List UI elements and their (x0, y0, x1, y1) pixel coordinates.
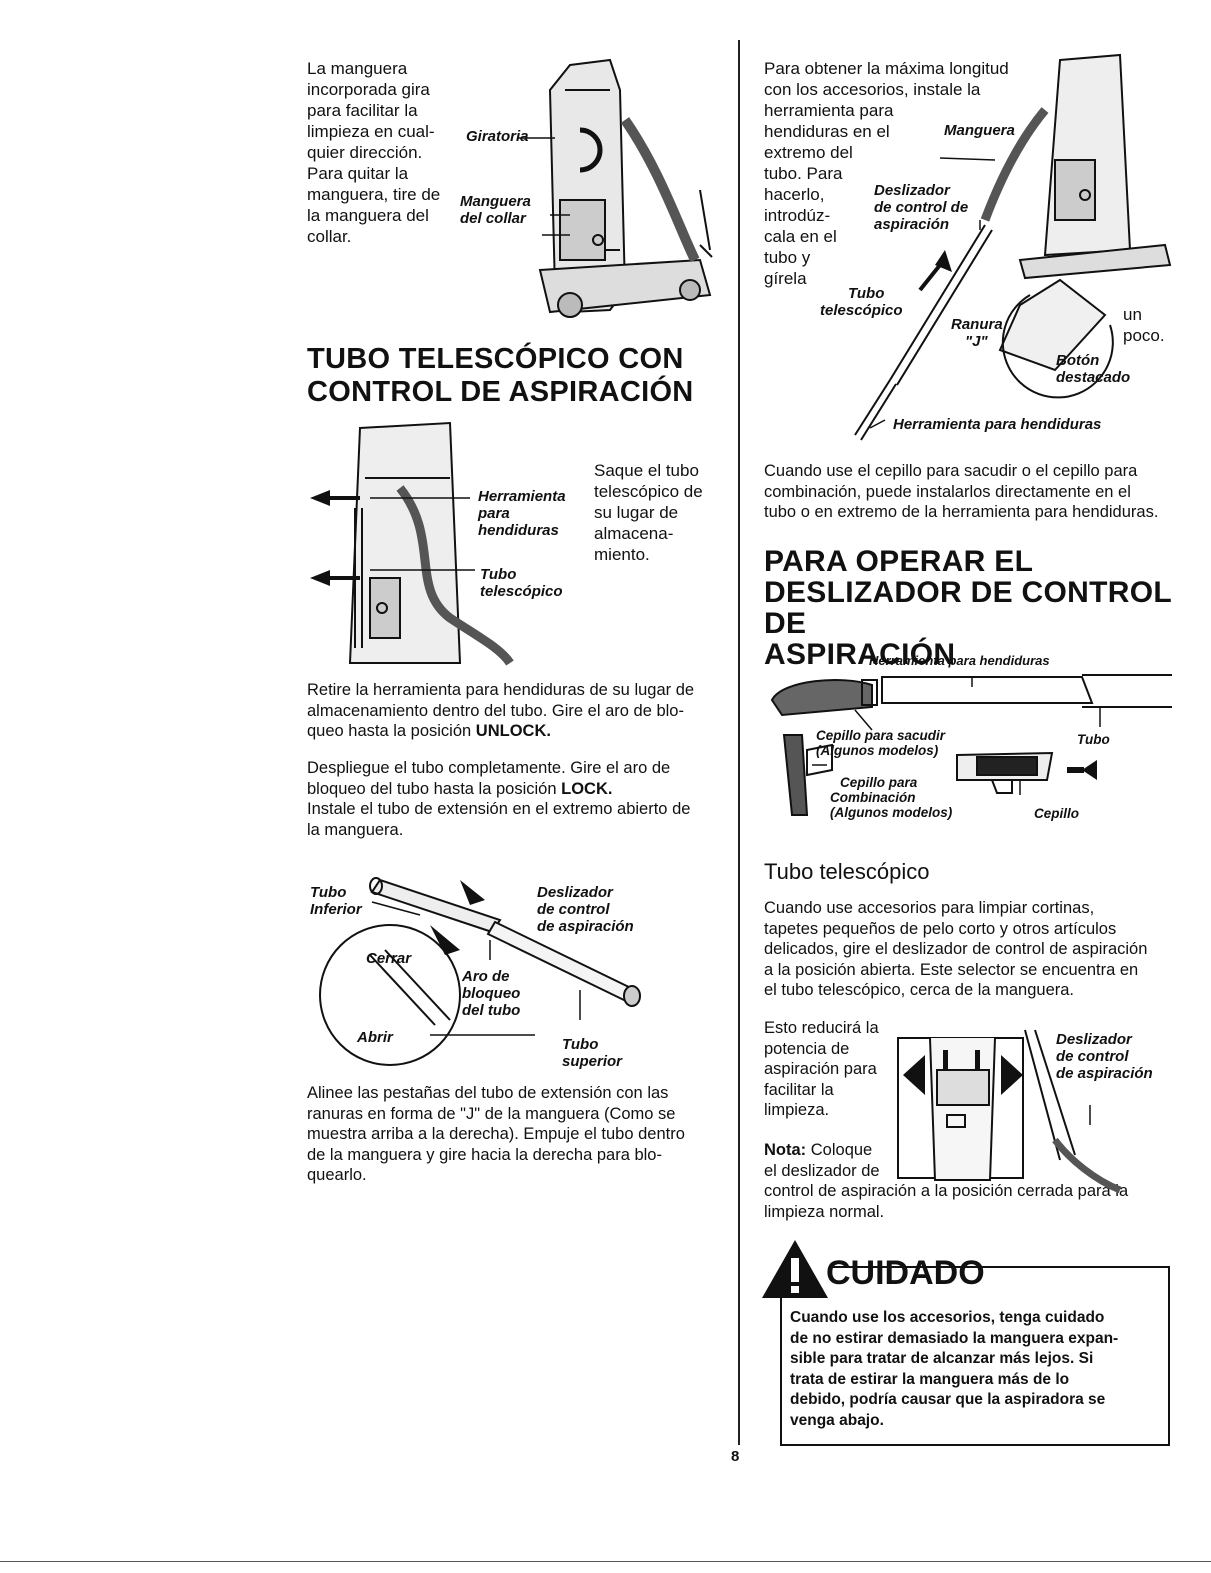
bottom-rule (0, 1561, 1211, 1562)
combination-brush-label: Cepillo para Combinación (Algunos modelo… (830, 775, 953, 820)
suction-control-heading: PARA OPERAR EL DESLIZADOR DE CONTROL DE … (764, 545, 1172, 671)
storage-text: Saque el tubo telescópico de su lugar de… (594, 461, 703, 564)
accessories-illustration (770, 674, 1172, 816)
page-number: 8 (731, 1448, 740, 1465)
tube-label-3: Tubo (1077, 732, 1110, 747)
telescopic-tube-label-2: Tubo telescópico (820, 285, 903, 319)
swivel-label: Giratoria (466, 128, 529, 145)
telescopic-tube-label: Tubo telescópico (480, 566, 563, 600)
align-tabs-paragraph: Alinee las pestañas del tubo de extensió… (307, 1084, 685, 1184)
j-slot-label: Ranura "J" (951, 316, 1003, 350)
tube-lock-illustration (319, 877, 641, 1066)
warning-triangle-icon (760, 1236, 830, 1298)
reduce-power-text: Esto reducirá la potencia de aspiración … (764, 1019, 879, 1119)
suction-slider-illustration (897, 1029, 1122, 1194)
lock-ring-label: Aro de bloqueo del tubo (462, 968, 521, 1019)
telescopic-tube-heading: TUBO TELESCÓPICO CON CONTROL DE ASPIRACI… (307, 343, 694, 408)
swivel-hose-illustration (517, 58, 713, 318)
upper-tube-label: Tubo superior (562, 1036, 623, 1070)
swivel-hose-text: La manguera incorporada gira para facili… (307, 59, 441, 246)
install-tool-illustration (854, 53, 1172, 441)
open-label: Abrir (357, 1029, 393, 1046)
brush-paragraph: Cuando use el cepillo para sacudir o el … (764, 462, 1159, 521)
install-tool-text: Para obtener la máxima longitud con los … (764, 59, 1009, 288)
brush-label: Cepillo (1034, 806, 1080, 821)
suction-slider-label-3: Deslizador de control de aspiración (1056, 1031, 1153, 1082)
hose-label: Manguera (944, 122, 1015, 139)
collar-hose-label: Manguera del collar (460, 193, 531, 227)
caution-border (780, 1266, 1170, 1446)
caution-box: CUIDADO Cuando use los accesorios, tenga… (760, 1236, 1170, 1446)
suction-slider-label: Deslizador de control de aspiración (537, 884, 634, 935)
crevice-tool-label-2: Herramienta para hendiduras (893, 416, 1102, 433)
un-poco-text: un poco. (1123, 305, 1165, 345)
telescopic-tube-paragraph: Cuando use accesorios para limpiar corti… (764, 899, 1148, 999)
crevice-tool-label: Herramienta para hendiduras (478, 488, 566, 539)
dusting-brush-label: Cepillo para sacudir (Algunos modelos) (816, 728, 946, 758)
lower-tube-label: Tubo Inferior (310, 884, 362, 918)
caution-text: Cuando use los accesorios, tenga cuidado… (790, 1309, 1119, 1429)
extend-tube-paragraph: Despliegue el tubo completamente. Gire e… (307, 759, 691, 839)
caution-title: CUIDADO (826, 1254, 985, 1292)
button-label: Botón destacado (1056, 352, 1131, 386)
tube-storage-illustration (310, 421, 514, 666)
column-divider (738, 40, 740, 1445)
close-label: Cerrar (366, 950, 412, 967)
crevice-tool-label-3: Herramienta para hendiduras (869, 653, 1050, 668)
note-text: Nota: Coloque el deslizador de control d… (764, 1141, 1129, 1221)
suction-slider-label-2: Deslizador de control de aspiración (874, 182, 969, 233)
telescopic-tube-subheading: Tubo telescópico (764, 859, 930, 884)
remove-tool-paragraph: Retire la herramienta para hendiduras de… (307, 681, 695, 740)
